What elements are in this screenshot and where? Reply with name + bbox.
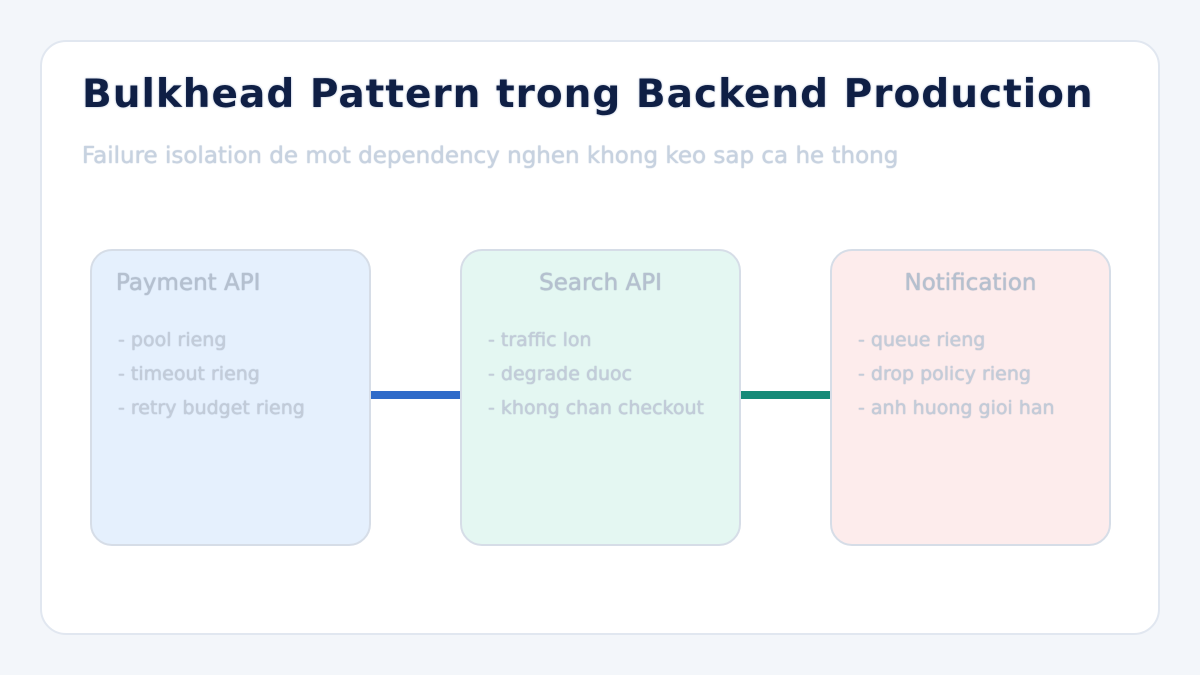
compartment-item: - traffic lon (488, 329, 592, 351)
connector-search-notification (738, 391, 832, 399)
compartment-item: - khong chan checkout (488, 397, 704, 419)
compartment-notification: Notification - queue rieng - drop policy… (830, 249, 1111, 546)
page-title: Bulkhead Pattern trong Backend Productio… (82, 72, 1094, 117)
compartment-item: - anh huong gioi han (858, 397, 1055, 419)
connector-payment-search (368, 391, 462, 399)
page-subtitle: Failure isolation de mot dependency nghe… (82, 143, 899, 169)
compartment-title: Search API (539, 270, 662, 296)
compartment-item: - queue rieng (858, 329, 986, 351)
compartment-item: - drop policy rieng (858, 363, 1031, 385)
compartment-title: Payment API (116, 270, 261, 296)
compartment-item: - retry budget rieng (118, 397, 305, 419)
compartment-item-list: - queue rieng - drop policy rieng - anh … (858, 323, 1055, 425)
compartment-title: Notification (904, 270, 1037, 296)
compartment-item-list: - pool rieng - timeout rieng - retry bud… (118, 323, 305, 425)
compartment-item-list: - traffic lon - degrade duoc - khong cha… (488, 323, 704, 425)
compartment-search-api: Search API - traffic lon - degrade duoc … (460, 249, 741, 546)
compartment-item: - pool rieng (118, 329, 227, 351)
compartment-item: - timeout rieng (118, 363, 260, 385)
compartment-payment-api: Payment API - pool rieng - timeout rieng… (90, 249, 371, 546)
compartment-item: - degrade duoc (488, 363, 633, 385)
